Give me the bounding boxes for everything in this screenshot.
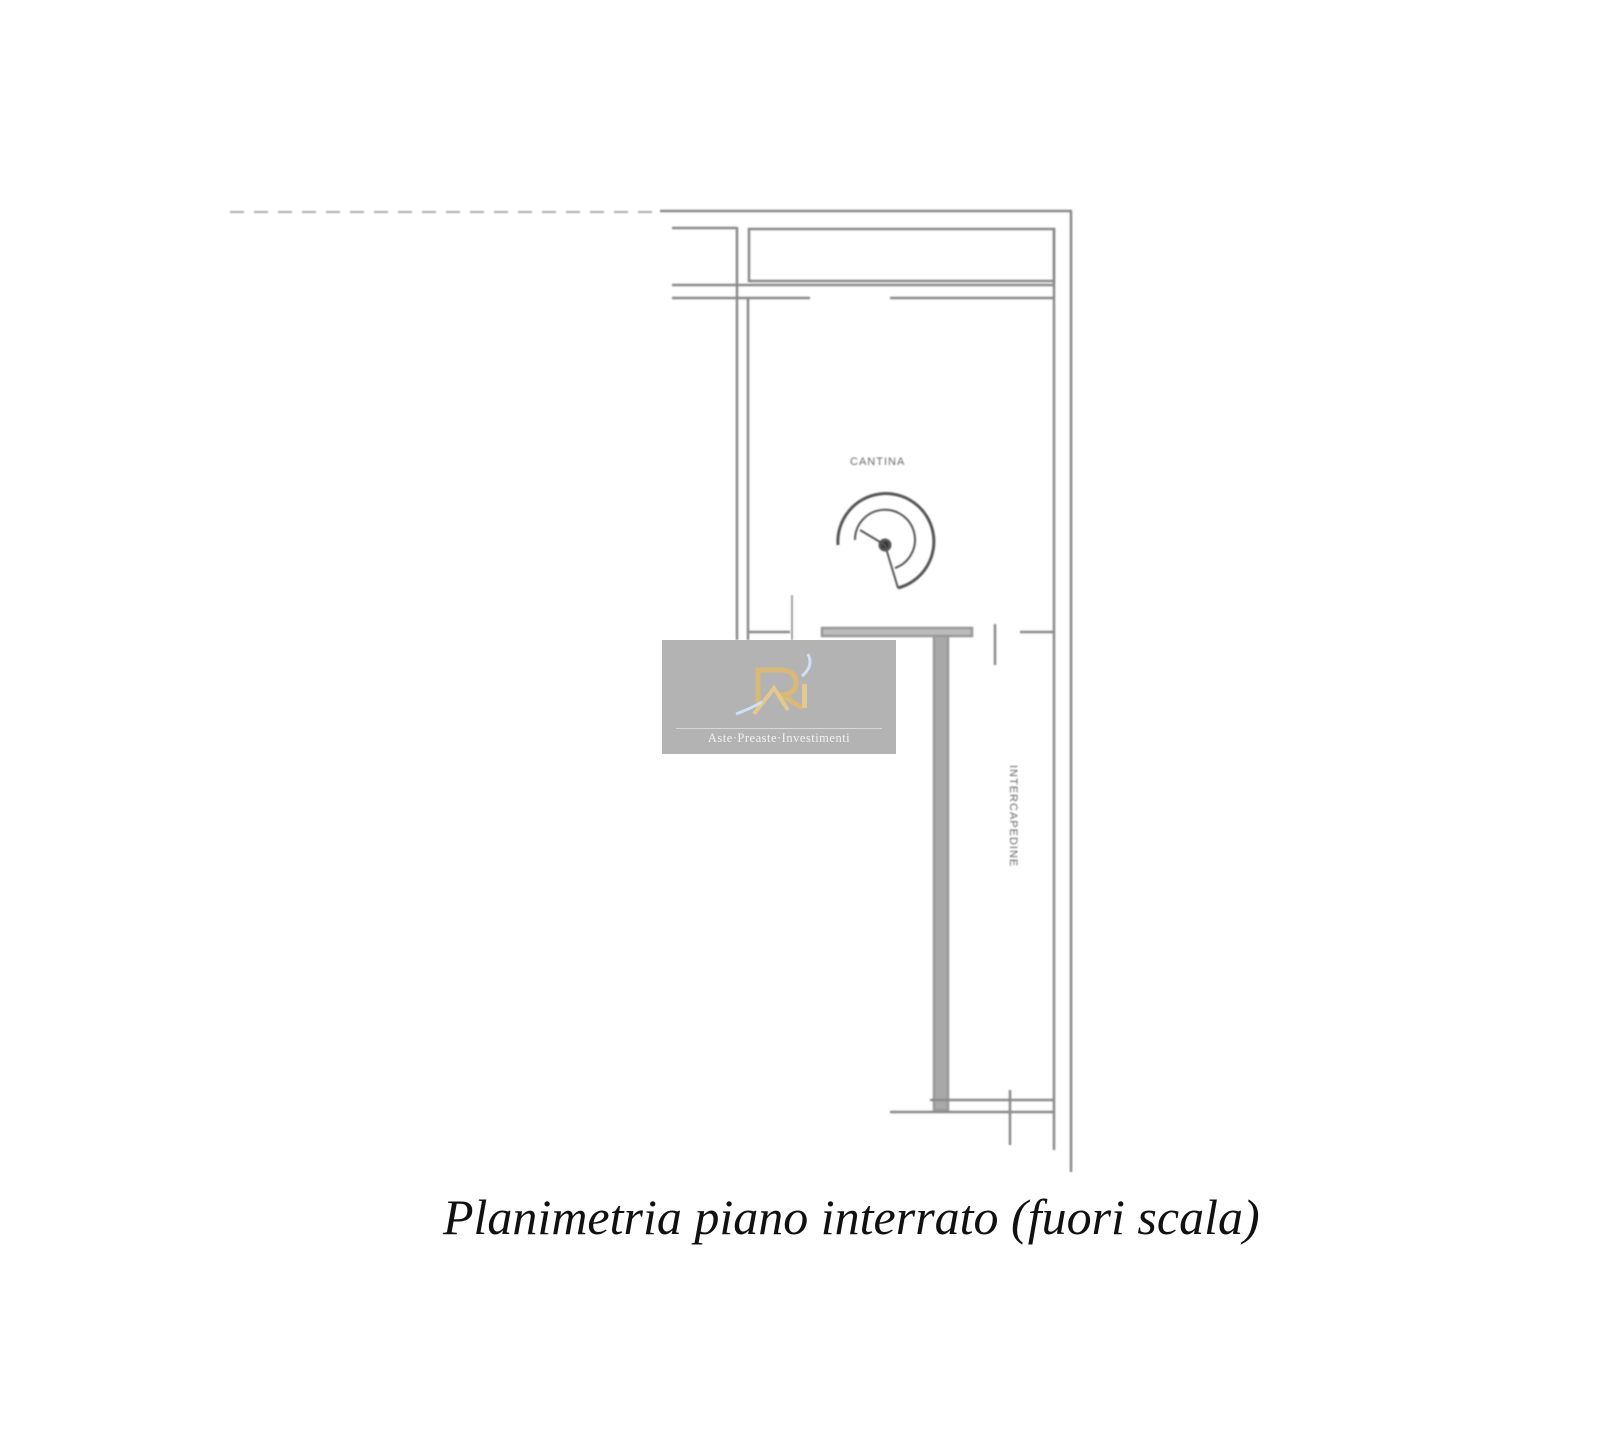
watermark-logo: Aste·Preaste·Investimenti [662,640,896,754]
top-room [747,227,1056,283]
plan-caption: Planimetria piano interrato (fuori scala… [443,1189,1260,1245]
room-label-cantina: CANTINA [850,456,905,468]
ri-logo-icon [735,653,812,716]
corridor-left-wall [932,634,950,1112]
spiral-staircase [836,492,936,590]
room-label-intercapedine: INTERCAPEDINE [1007,765,1019,867]
walls [230,209,1073,1172]
cantina-bottom-wall-b [820,626,974,638]
watermark-text: Aste·Preaste·Investimenti [676,728,882,746]
